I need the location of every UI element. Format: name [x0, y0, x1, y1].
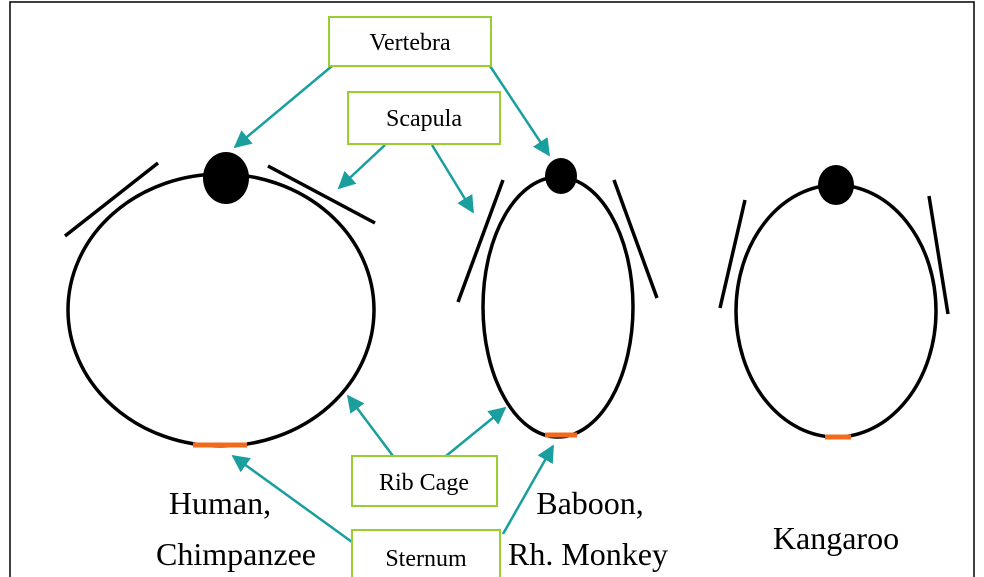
arrow-scapula-baboon — [430, 144, 475, 214]
kangaroo-thorax — [718, 165, 950, 440]
pointer-arrows — [231, 65, 555, 544]
arrow-sternum-human — [231, 454, 353, 544]
scapula-label: Scapula — [386, 106, 462, 132]
baboon-scapula-right — [612, 179, 659, 299]
baboon-name-line2: Rh. Monkey — [508, 536, 668, 572]
human-scapula-right — [267, 164, 376, 225]
human-scapula-left — [63, 161, 160, 238]
arrow-ribcage-baboon — [445, 406, 507, 457]
vertebra-label-box: Vertebra — [328, 16, 492, 67]
human-rib-cage — [66, 172, 376, 448]
kangaroo-rib-cage — [734, 183, 938, 439]
figure-frame — [9, 1, 975, 577]
human-thorax — [63, 152, 376, 448]
baboon-scapula-left — [456, 179, 505, 303]
human-name-line1: Human, — [169, 485, 271, 521]
kangaroo-vertebra — [818, 165, 854, 205]
sternum-label: Sternum — [385, 546, 467, 572]
arrow-vertebra-baboon — [488, 65, 551, 157]
kangaroo-scapula-left — [718, 199, 747, 309]
rib-cage-label-box: Rib Cage — [351, 455, 498, 507]
scapula-label-box: Scapula — [347, 91, 501, 145]
human-name-line2: Chimpanzee — [156, 536, 316, 572]
arrow-scapula-human — [337, 144, 386, 190]
baboon-name-line1: Baboon, — [536, 485, 644, 521]
sternum-label-box: Sternum — [351, 529, 501, 577]
kangaroo-scapula-right — [927, 195, 950, 315]
rib-cage-label: Rib Cage — [379, 470, 469, 496]
kangaroo-name: Kangaroo — [773, 520, 899, 556]
vertebra-label: Vertebra — [369, 30, 451, 56]
baboon-thorax — [456, 158, 659, 439]
arrow-ribcage-human — [346, 394, 394, 457]
arrow-vertebra-human — [233, 65, 333, 149]
human-vertebra — [203, 152, 249, 204]
baboon-vertebra — [545, 158, 577, 194]
baboon-rib-cage — [481, 175, 635, 439]
arrow-sternum-baboon — [501, 444, 555, 535]
